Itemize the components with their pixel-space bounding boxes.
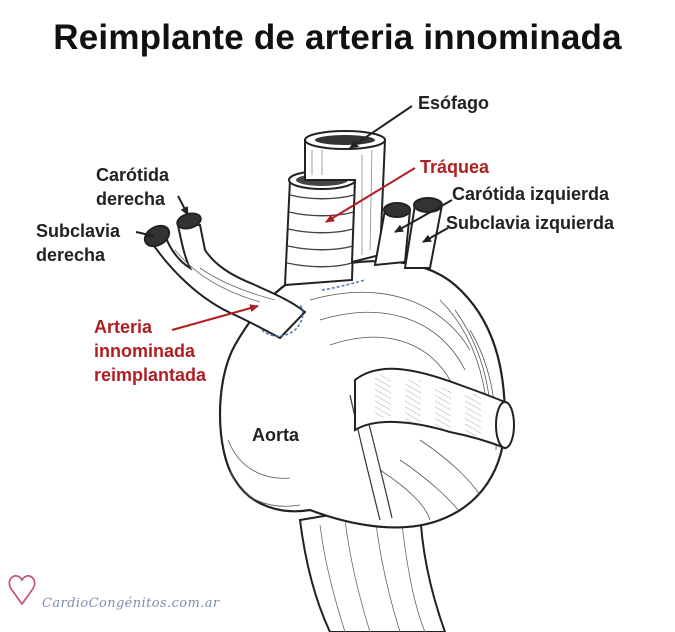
label-arteria-1: Arteria [94,317,153,337]
arch-suture [321,279,366,291]
suture-line [261,304,304,337]
carotida-izquierda-leader [394,199,453,233]
label-subclavia-derecha-2: derecha [36,245,106,265]
innominate-artery [143,212,307,340]
pulmonary-branch [354,367,515,450]
heart-logo-icon [8,575,36,606]
trachea [283,170,357,287]
esofago-leader [349,105,413,149]
label-carotida-derecha-2: derecha [96,189,166,209]
page-title: Reimplante de arteria innominada [53,18,622,57]
subclavia-izquierda-leader [422,227,449,243]
label-arteria-2: innominada [94,341,196,361]
label-esofago: Esófago [418,93,490,113]
label-traquea: Tráquea [420,157,490,177]
carotida-derecha-leader [177,195,189,216]
subclavia-derecha-leader [135,230,155,239]
watermark: CardioCongénitos.com.ar [42,596,220,611]
arteria-leader [171,304,259,331]
label-carotida-izquierda: Carótida izquierda [452,184,610,204]
traquea-leader [325,167,416,223]
esophagus [304,130,387,264]
label-subclavia-izquierda: Subclavia izquierda [446,213,615,233]
label-arteria-3: reimplantada [94,365,207,385]
label-carotida-derecha-1: Carótida [96,165,170,185]
label-subclavia-derecha-1: Subclavia [36,221,121,241]
label-aorta: Aorta [252,425,300,445]
